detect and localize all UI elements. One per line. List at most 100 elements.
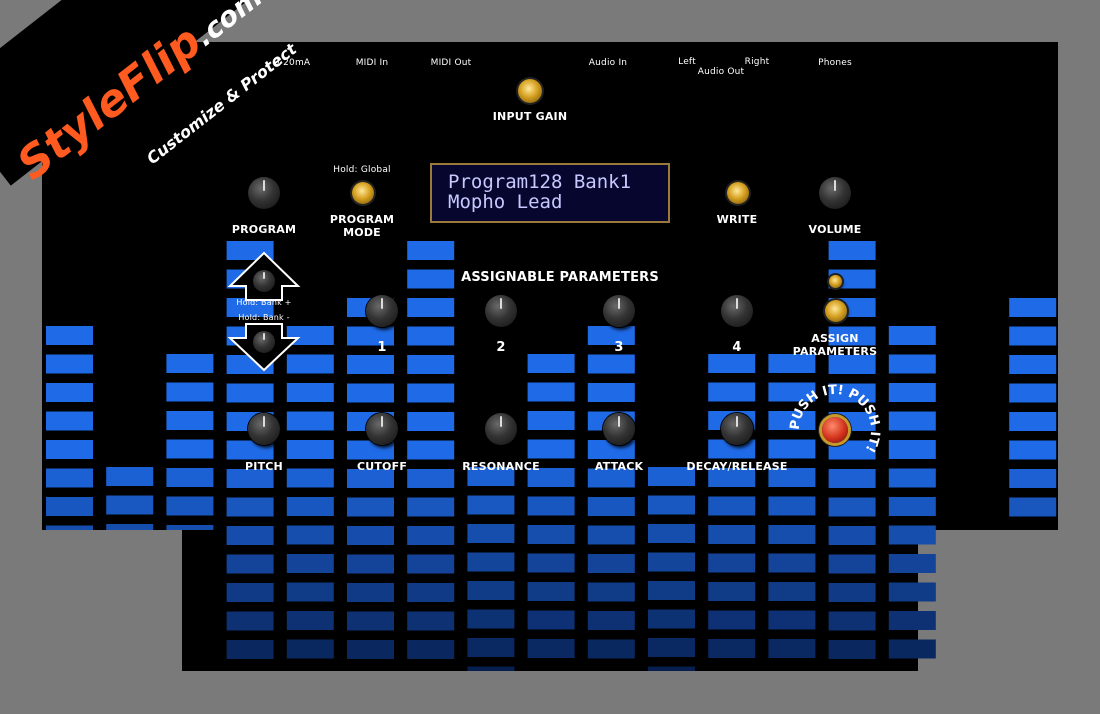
assign-parameters-label-line1: ASSIGN — [811, 332, 859, 345]
equalizer-bar-segment — [587, 468, 635, 488]
decay-release-knob[interactable] — [721, 413, 753, 445]
assign-knob-3[interactable] — [603, 295, 635, 327]
equalizer-bar-segment — [347, 554, 394, 574]
equalizer-bar-segment — [768, 610, 816, 630]
equalizer-bar-segment — [226, 469, 274, 488]
hold-bank-minus-label: Hold: Bank - — [238, 313, 290, 322]
equalizer-bar-segment — [768, 639, 816, 658]
equalizer-bar-segment — [527, 468, 575, 487]
equalizer-bar-segment — [347, 640, 394, 659]
equalizer-bar-segment — [527, 354, 575, 373]
equalizer-bar-segment — [286, 440, 334, 459]
equalizer-bar-segment — [587, 525, 635, 545]
equalizer-bar-segment — [226, 497, 274, 517]
equalizer-bar-segment — [407, 640, 455, 659]
equalizer-bar-segment — [828, 440, 876, 460]
bank-down-button[interactable] — [253, 331, 275, 353]
equalizer-bar-segment — [286, 582, 334, 602]
equalizer-bar-segment — [286, 525, 334, 545]
equalizer-bar-segment — [888, 383, 936, 402]
hold-bank-plus-label: Hold: Bank + — [236, 298, 292, 307]
equalizer-bar-segment — [708, 639, 756, 658]
equalizer-bar-segment — [828, 554, 876, 574]
equalizer-bar-segment — [1009, 469, 1057, 488]
equalizer-bar-segment — [226, 383, 274, 403]
equalizer-bar-segment — [166, 496, 214, 516]
equalizer-bar-segment — [407, 611, 455, 631]
equalizer-bar-segment — [768, 525, 816, 544]
input-gain-label: INPUT GAIN — [492, 110, 568, 123]
equalizer-bar-segment — [708, 354, 756, 373]
equalizer-bar-segment — [587, 440, 635, 459]
lcd-line-1: Program128 Bank1 — [448, 171, 632, 193]
equalizer-bar-segment — [407, 554, 455, 574]
volume-label: VOLUME — [808, 223, 862, 236]
equalizer-bar-segment — [828, 383, 876, 403]
resonance-knob[interactable] — [485, 413, 517, 445]
attack-label: ATTACK — [594, 460, 644, 473]
equalizer-bar-segment — [828, 640, 876, 659]
equalizer-bar-segment — [1009, 440, 1057, 460]
input-gain-knob[interactable] — [518, 79, 542, 103]
program-knob[interactable] — [248, 177, 280, 209]
equalizer-bar-segment — [648, 552, 695, 572]
equalizer-bar-segment — [648, 609, 695, 629]
equalizer-bar-segment — [226, 298, 274, 317]
pitch-knob[interactable] — [248, 413, 280, 445]
equalizer-bar-segment — [347, 526, 394, 545]
equalizer-bar-segment — [467, 552, 515, 572]
equalizer-bar-segment — [587, 326, 635, 345]
push-it-button[interactable] — [822, 417, 848, 443]
equalizer-bar-segment — [347, 440, 394, 460]
equalizer-bar-segment — [828, 326, 876, 346]
assign-knob-1[interactable] — [366, 295, 398, 327]
assign-knob-2[interactable] — [485, 295, 517, 327]
right-out-label: Right — [744, 57, 770, 67]
assign-parameters-button[interactable] — [825, 300, 847, 322]
equalizer-bar-segment — [467, 581, 515, 600]
equalizer-bar-segment — [407, 440, 455, 460]
attack-knob[interactable] — [603, 413, 635, 445]
equalizer-bar-segment — [1009, 412, 1057, 431]
equalizer-bar-segment — [768, 411, 816, 430]
equalizer-bar-segment — [106, 524, 154, 530]
program-mode-label-line1: PROGRAM — [329, 213, 395, 226]
program-mode-button[interactable] — [352, 182, 374, 204]
equalizer-bar-segment — [888, 326, 936, 345]
assign-knob-4[interactable] — [721, 295, 753, 327]
equalizer-bar-segment — [888, 582, 936, 602]
phones-label: Phones — [818, 58, 852, 68]
equalizer-bar-segment — [166, 468, 214, 487]
equalizer-bar-segment — [768, 382, 816, 402]
equalizer-bar-segment — [888, 525, 936, 545]
equalizer-bar-segment — [708, 553, 756, 573]
equalizer-bar-segment — [648, 666, 695, 671]
volume-knob[interactable] — [819, 177, 851, 209]
write-button[interactable] — [727, 182, 749, 204]
equalizer-bar-segment — [587, 383, 635, 402]
write-label: WRITE — [716, 213, 758, 226]
program-mode-label: PROGRAM MODE — [330, 213, 394, 239]
equalizer-bar-segment — [888, 411, 936, 431]
equalizer-bar-segment — [286, 411, 334, 431]
equalizer-bar-segment — [166, 382, 214, 402]
bank-up-button[interactable] — [253, 270, 275, 292]
equalizer-bar-segment — [708, 439, 756, 459]
equalizer-bar-segment — [527, 610, 575, 630]
left-out-label: Left — [678, 57, 696, 67]
equalizer-bar-segment — [768, 354, 816, 373]
cutoff-knob[interactable] — [366, 413, 398, 445]
equalizer-bar-segment — [407, 298, 455, 317]
equalizer-bar-segment — [226, 611, 274, 631]
equalizer-bar-segment — [828, 611, 876, 631]
equalizer-bar-segment — [648, 495, 695, 515]
equalizer-bar-segment — [648, 467, 695, 486]
equalizer-bar-segment — [768, 582, 816, 601]
equalizer-bar-segment — [648, 524, 695, 543]
equalizer-bar-segment — [1009, 497, 1057, 517]
equalizer-bar-segment — [46, 440, 93, 459]
equalizer-bar-segment — [347, 497, 394, 517]
equalizer-bar-segment — [1009, 383, 1057, 403]
equalizer-bar-segment — [46, 326, 93, 345]
equalizer-bar-segment — [46, 497, 93, 516]
